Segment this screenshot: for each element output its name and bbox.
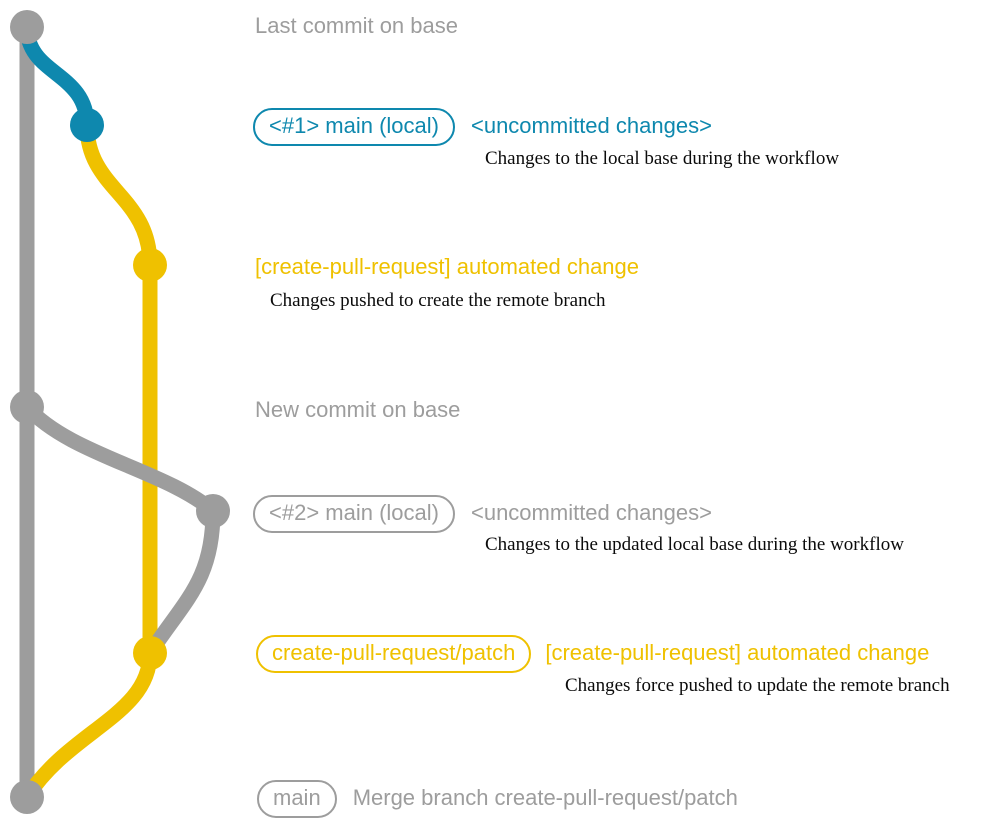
edge-basenew-to-local2 bbox=[19, 399, 221, 519]
commit-desc-local-2: Changes to the updated local base during… bbox=[485, 534, 904, 555]
commit-node-automated-2[interactable] bbox=[133, 636, 167, 670]
commit-label-local-1: <uncommitted changes> bbox=[470, 113, 712, 138]
commit-desc-automated-1: Changes pushed to create the remote bran… bbox=[270, 290, 606, 311]
branch-pill-local-2[interactable]: <#2> main (local) bbox=[253, 495, 455, 533]
commit-label-automated-2: [create-pull-request] automated change bbox=[545, 640, 930, 665]
branch-pill-patch[interactable]: create-pull-request/patch bbox=[256, 635, 532, 673]
commit-label-base-new: New commit on base bbox=[255, 397, 461, 422]
commit-node-local-2[interactable] bbox=[196, 494, 230, 528]
commit-label-local-2: <uncommitted changes> bbox=[470, 500, 712, 525]
commit-node-local-1[interactable] bbox=[70, 108, 104, 142]
edge-base-to-local1 bbox=[19, 19, 95, 133]
commit-desc-local-1: Changes to the local base during the wor… bbox=[485, 148, 840, 169]
commit-label-base-last: Last commit on base bbox=[255, 13, 458, 38]
commit-node-base-new[interactable] bbox=[10, 390, 44, 424]
commit-row-local-1: <#1> main (local) <uncommitted changes> bbox=[253, 108, 712, 146]
commit-row-merge: main Merge branch create-pull-request/pa… bbox=[257, 780, 738, 818]
edge-automated2-to-merge bbox=[19, 645, 158, 805]
edge-local1-to-automated1 bbox=[79, 117, 158, 273]
commit-node-automated-1[interactable] bbox=[133, 248, 167, 282]
commit-label-merge: Merge branch create-pull-request/patch bbox=[352, 785, 738, 810]
branch-pill-main[interactable]: main bbox=[257, 780, 337, 818]
commit-row-automated-2: create-pull-request/patch [create-pull-r… bbox=[256, 635, 929, 673]
branch-pill-local-1[interactable]: <#1> main (local) bbox=[253, 108, 455, 146]
edge-local2-to-automated2 bbox=[142, 503, 221, 661]
commit-desc-automated-2: Changes force pushed to update the remot… bbox=[565, 675, 950, 696]
commit-label-automated-1: [create-pull-request] automated change bbox=[255, 254, 640, 279]
commit-node-base-last[interactable] bbox=[10, 10, 44, 44]
commit-row-local-2: <#2> main (local) <uncommitted changes> bbox=[253, 495, 712, 533]
commit-node-merge[interactable] bbox=[10, 780, 44, 814]
